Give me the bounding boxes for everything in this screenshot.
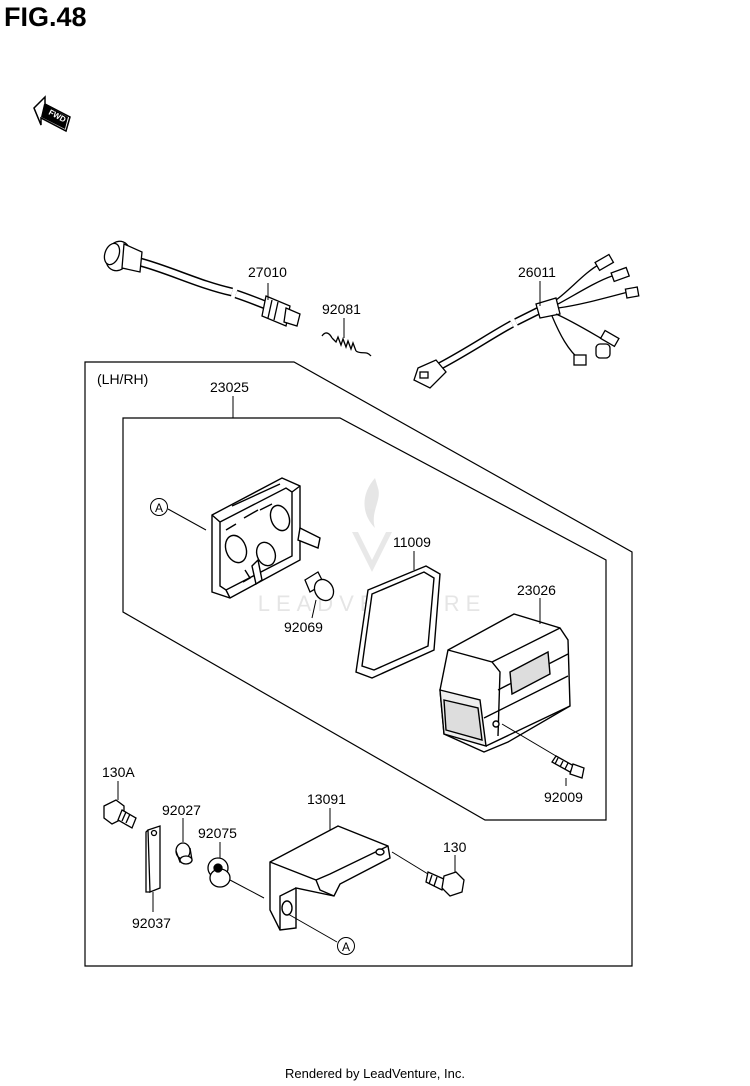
part-92009-screw [551, 755, 585, 779]
callout-92037: 92037 [132, 915, 171, 931]
part-92027-collar [175, 842, 193, 865]
leader-92009 [501, 723, 557, 757]
part-26011-harness [413, 253, 640, 389]
leader-92069 [311, 599, 317, 619]
callout-13091: 13091 [307, 791, 346, 807]
part-27010-wire [103, 240, 301, 327]
part-130A-bolt [103, 799, 137, 829]
leader-refA-bottom [287, 913, 338, 943]
part-92081-spring [321, 332, 372, 357]
part-11009-gasket [355, 565, 441, 679]
callout-130A: 130A [102, 764, 135, 780]
figure-title: FIG.48 [4, 2, 87, 32]
ref-A-bottom: A [342, 940, 350, 954]
callout-23025: 23025 [210, 379, 249, 395]
group-frame-lh-rh [84, 361, 633, 967]
leader-refA-top [167, 508, 207, 531]
ref-A-top: A [155, 501, 163, 515]
part-130-bolt [425, 871, 465, 897]
callout-26011: 26011 [518, 264, 556, 280]
callout-92081: 92081 [322, 301, 361, 317]
leader-92075-b [229, 879, 265, 899]
callout-92027: 92027 [162, 802, 201, 818]
callout-130: 130 [443, 839, 467, 855]
ref-A-bottom-circle [337, 937, 355, 955]
part-92075-grommet [207, 857, 231, 888]
part-92037-strap [145, 825, 161, 893]
footer-credit: Rendered by LeadVenture, Inc. [285, 1066, 465, 1081]
callout-92075: 92075 [198, 825, 237, 841]
part-13091-bracket [269, 825, 391, 931]
part-lamp-base [211, 477, 321, 599]
callout-92009: 92009 [544, 789, 583, 805]
callout-27010: 27010 [248, 264, 287, 280]
ref-A-top-circle [150, 498, 168, 516]
callout-11009: 11009 [393, 534, 431, 550]
assembly-frame-23025 [122, 417, 607, 821]
callout-23026: 23026 [517, 582, 556, 598]
leader-130 [391, 851, 429, 875]
callout-92069: 92069 [284, 619, 323, 635]
part-92069-bulb [304, 571, 335, 602]
group-label: (LH/RH) [97, 371, 148, 387]
part-23026-lens [439, 613, 571, 753]
fwd-arrow-icon: FWD [33, 95, 71, 133]
